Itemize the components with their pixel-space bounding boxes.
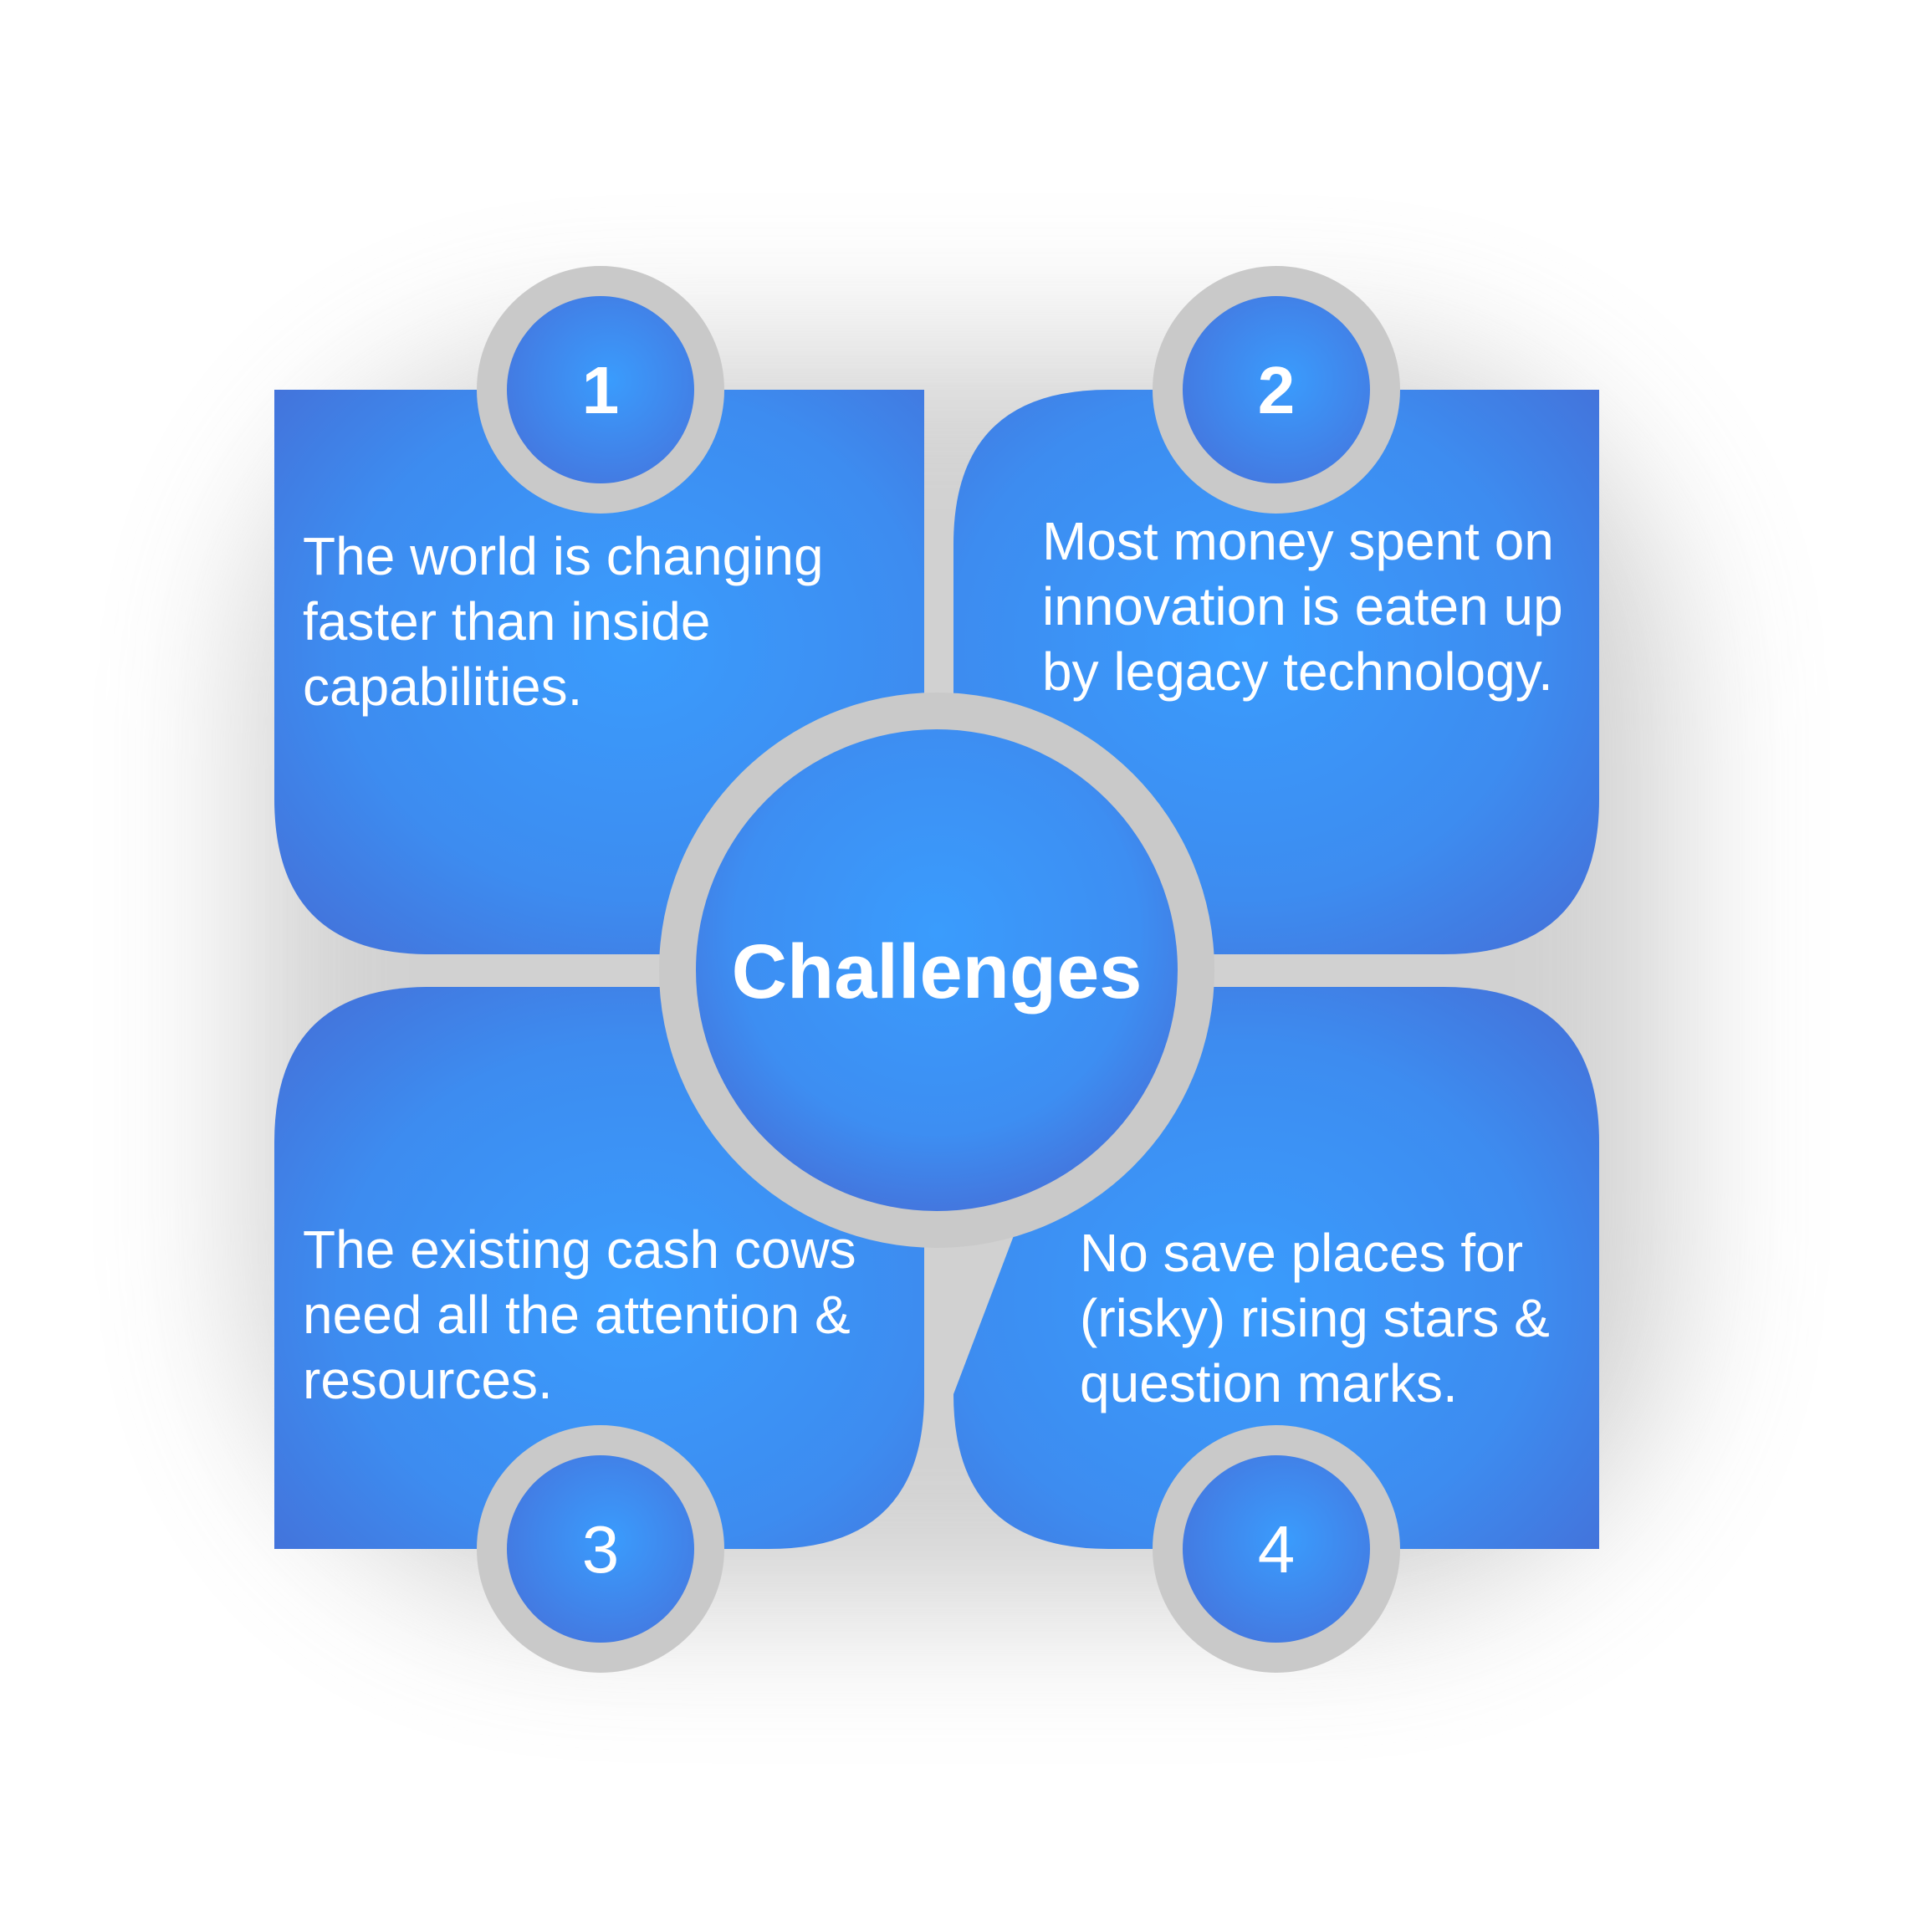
- center-title: Challenges: [732, 929, 1143, 1015]
- badge-number-2: 2: [1258, 353, 1296, 427]
- quadrant-3-line-1: The existing cash cows: [303, 1219, 856, 1280]
- quadrant-2-line-3: by legacy technology.: [1042, 641, 1553, 702]
- badge-number-4: 4: [1258, 1512, 1296, 1587]
- badge-circle-2: [1183, 296, 1370, 483]
- quadrant-3-text: The existing cash cows need all the atte…: [303, 1219, 871, 1410]
- badge-circle-1: [507, 296, 694, 483]
- quadrant-1-line-2: faster than inside: [303, 591, 710, 652]
- quadrant-1-line-1: The world is changing: [303, 526, 824, 586]
- quadrant-4-text: No save places for (risky) rising stars …: [1080, 1223, 1565, 1413]
- quadrant-4-line-3: question marks.: [1080, 1353, 1458, 1413]
- badge-circle-4: [1183, 1455, 1370, 1643]
- quadrant-2-line-2: innovation is eaten up: [1042, 576, 1563, 636]
- badge-circle-3: [507, 1455, 694, 1643]
- badge-number-3: 3: [582, 1512, 620, 1587]
- quadrant-1-line-3: capabilities.: [303, 657, 582, 717]
- center-circle: [696, 729, 1178, 1211]
- quadrant-4-line-1: No save places for: [1080, 1223, 1523, 1283]
- quadrant-2-text: Most money spent on innovation is eaten …: [1042, 511, 1577, 702]
- quadrant-3-line-3: resources.: [303, 1350, 553, 1410]
- badge-number-1: 1: [582, 353, 620, 427]
- quadrant-1-text: The world is changing faster than inside…: [303, 526, 838, 717]
- quadrant-3-line-2: need all the attention &: [303, 1285, 851, 1345]
- quadrant-4-line-2: (risky) rising stars &: [1080, 1288, 1550, 1348]
- quadrant-2-line-1: Most money spent on: [1042, 511, 1554, 571]
